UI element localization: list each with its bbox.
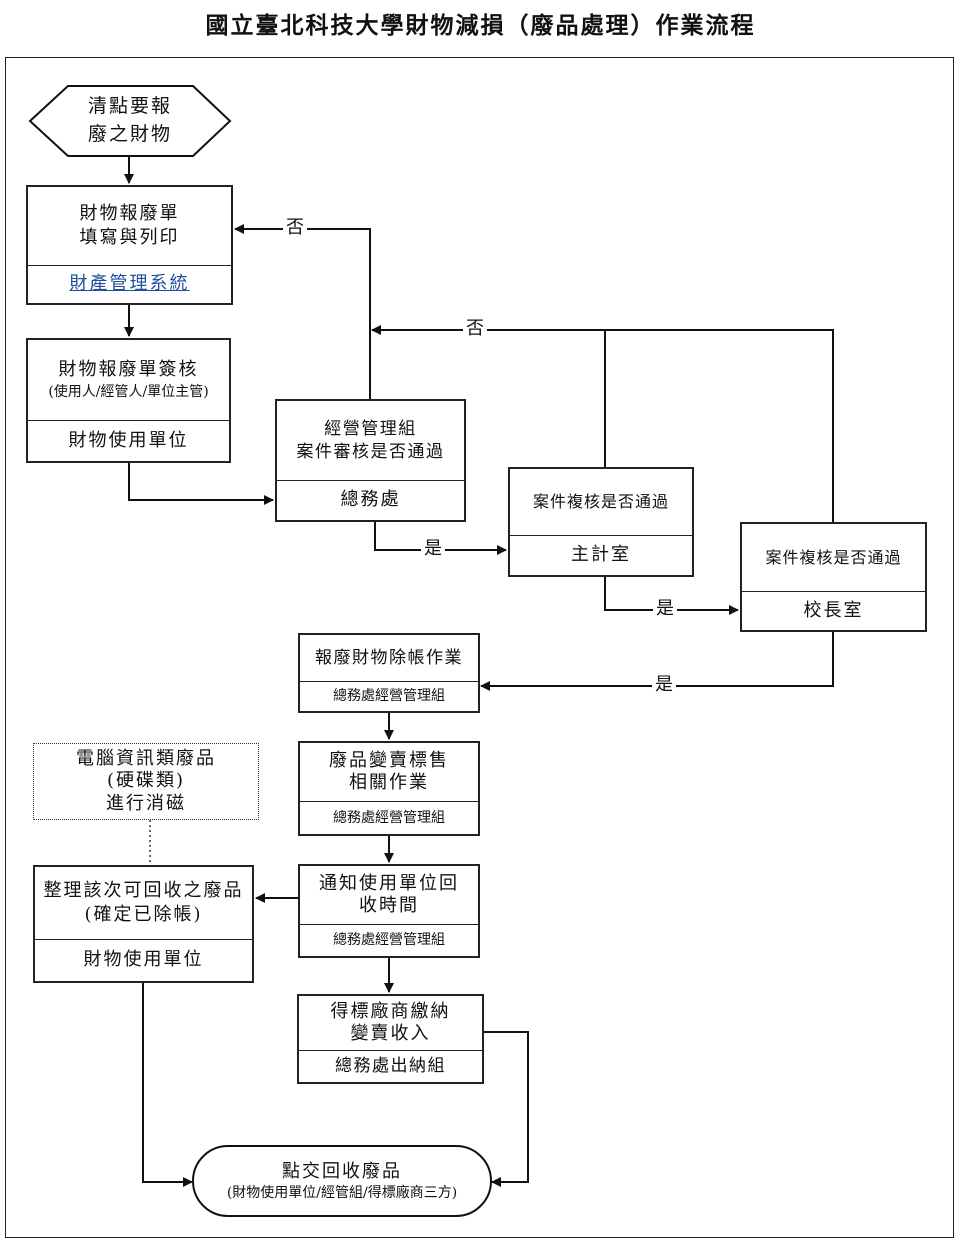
start-node: 清點要報 廢之財物 bbox=[30, 86, 230, 156]
label-accounting-yes: 是 bbox=[653, 600, 677, 618]
label-reviewers-no: 否 bbox=[463, 320, 487, 338]
president-unit: 校長室 bbox=[803, 599, 864, 621]
review-unit: 總務處 bbox=[340, 489, 401, 511]
arrow-review-no bbox=[234, 224, 371, 399]
degauss-line3: 進行消磁 bbox=[106, 792, 186, 814]
accounting-title: 案件複核是否通過 bbox=[532, 492, 669, 512]
organize-line1: 整理該次可回收之廢品 bbox=[43, 879, 244, 901]
label-review-yes: 是 bbox=[421, 540, 445, 558]
accounting-box: 案件複核是否通過 主計室 bbox=[508, 467, 694, 577]
start-hexagon bbox=[28, 85, 232, 157]
diagram-frame bbox=[5, 57, 954, 1238]
president-title: 案件複核是否通過 bbox=[765, 547, 902, 567]
sign-title: 財物報廢單簽核 bbox=[58, 359, 199, 381]
arrow-review-yes bbox=[374, 522, 507, 555]
arrow-president-yes bbox=[480, 632, 834, 691]
end-node: 點交回收廢品 (財物使用單位/經管組/得標廠商三方) bbox=[193, 1146, 491, 1216]
degauss-line2: (硬碟類) bbox=[106, 770, 186, 792]
arrow-payment-to-end bbox=[484, 1031, 529, 1187]
sale-box: 廢品變賣標售 相關作業 總務處經營管理組 bbox=[298, 741, 480, 836]
label-president-yes: 是 bbox=[652, 676, 676, 694]
notify-line2: 收時間 bbox=[359, 895, 419, 916]
sign-box: 財物報廢單簽核 (使用人/經管人/單位主管) 財物使用單位 bbox=[26, 338, 231, 463]
start-line2: 廢之財物 bbox=[87, 123, 172, 145]
sale-unit: 總務處經營管理組 bbox=[333, 809, 445, 826]
sale-line2: 相關作業 bbox=[349, 772, 429, 793]
arrow-accounting-yes bbox=[604, 577, 739, 615]
fill-form-line2: 填寫與列印 bbox=[79, 227, 180, 248]
organize-box: 整理該次可回收之廢品 (確定已除帳) 財物使用單位 bbox=[33, 865, 254, 983]
writeoff-title: 報廢財物除帳作業 bbox=[315, 647, 463, 668]
end-terminator bbox=[192, 1145, 492, 1217]
start-line1: 清點要報 bbox=[87, 95, 172, 118]
arrow-organize-to-end bbox=[142, 983, 193, 1187]
end-title: 點交回收廢品 bbox=[282, 1160, 402, 1182]
notify-box: 通知使用單位回 收時間 總務處經營管理組 bbox=[298, 864, 480, 958]
payment-unit: 總務處出納組 bbox=[335, 1056, 446, 1077]
notify-unit: 總務處經營管理組 bbox=[333, 932, 445, 949]
degauss-line1: 電腦資訊類廢品 bbox=[76, 747, 216, 769]
writeoff-box: 報廢財物除帳作業 總務處經營管理組 bbox=[298, 633, 480, 713]
fill-form-line1: 財物報廢單 bbox=[79, 202, 180, 224]
payment-line1: 得標廠商繳納 bbox=[330, 1001, 451, 1023]
degauss-note-box: 電腦資訊類廢品 (硬碟類) 進行消磁 bbox=[33, 743, 259, 820]
review-line2: 案件審核是否通過 bbox=[296, 441, 445, 462]
organize-line2: (確定已除帳) bbox=[84, 904, 203, 925]
arrow-sign-to-review bbox=[128, 463, 274, 505]
accounting-unit: 主計室 bbox=[571, 544, 631, 566]
review-box: 經營管理組 案件審核是否通過 總務處 bbox=[275, 399, 466, 522]
sign-unit: 財物使用單位 bbox=[68, 429, 189, 451]
sale-line1: 廢品變賣標售 bbox=[329, 750, 449, 772]
line-president-no bbox=[604, 329, 834, 522]
organize-unit: 財物使用單位 bbox=[83, 949, 204, 971]
fill-form-box: 財物報廢單 填寫與列印 財產管理系統 bbox=[26, 185, 233, 305]
president-box: 案件複核是否通過 校長室 bbox=[740, 522, 927, 632]
end-sub: (財物使用單位/經管組/得標廠商三方) bbox=[226, 1184, 458, 1201]
property-system-link[interactable]: 財產管理系統 bbox=[69, 273, 190, 295]
notify-line1: 通知使用單位回 bbox=[319, 873, 459, 895]
sign-sub: (使用人/經管人/單位主管) bbox=[48, 383, 209, 400]
writeoff-unit: 總務處經營管理組 bbox=[333, 688, 445, 705]
payment-line2: 變賣收入 bbox=[350, 1023, 431, 1044]
label-review-no: 否 bbox=[283, 219, 307, 237]
payment-box: 得標廠商繳納 變賣收入 總務處出納組 bbox=[297, 994, 484, 1084]
page-title: 國立臺北科技大學財物減損（廢品處理）作業流程 bbox=[205, 12, 756, 39]
review-line1: 經營管理組 bbox=[324, 418, 417, 439]
